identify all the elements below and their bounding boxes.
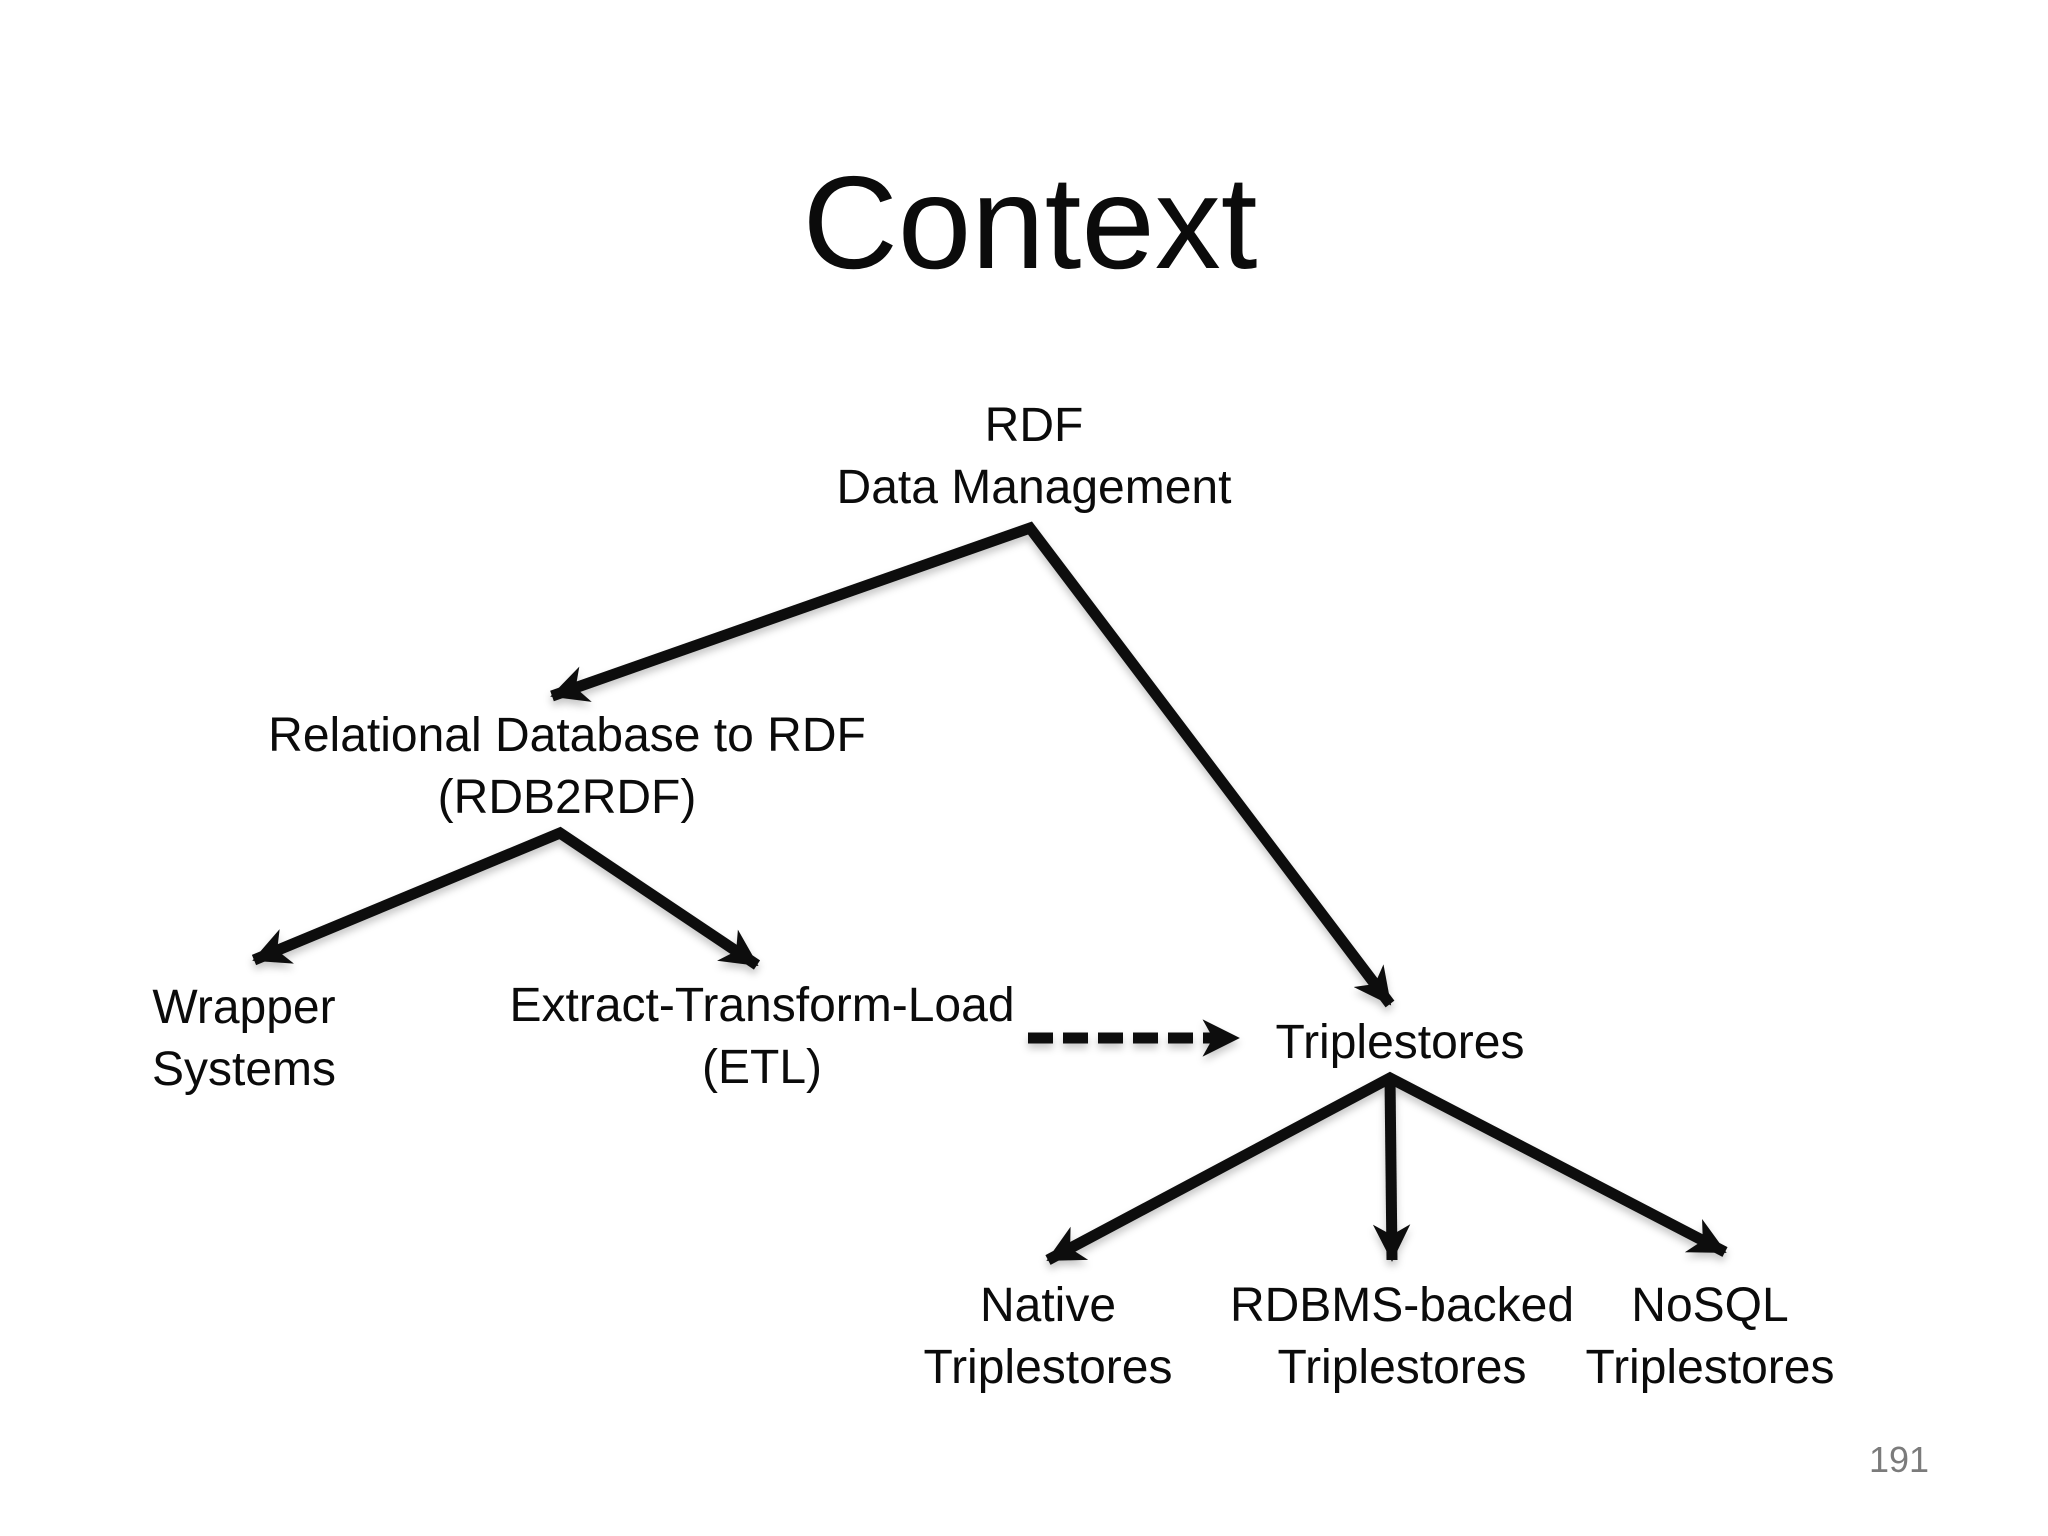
node-line-2: Triplestores [1585, 1341, 1835, 1394]
node-line-1: Relational Database to RDF [268, 709, 866, 762]
node-line-1: Native [979, 1279, 1117, 1332]
node-line-2: Triplestores [923, 1341, 1173, 1394]
node-line-2: Triplestores [1277, 1341, 1527, 1394]
node-nosql-triplestores: NoSQL Triplestores [1586, 1275, 1835, 1399]
node-rdbms-backed-triplestores: RDBMS-backed Triplestores [1230, 1275, 1574, 1399]
node-line-1: Triplestores [1275, 1016, 1525, 1069]
node-line-2: (ETL) [702, 1041, 822, 1094]
node-line-1: NoSQL [1631, 1279, 1789, 1332]
node-native-triplestores: Native Triplestores [924, 1275, 1173, 1399]
node-rdb2rdf: Relational Database to RDF (RDB2RDF) [268, 705, 866, 829]
node-line-1: Wrapper [152, 981, 336, 1034]
node-line-1: RDF [984, 399, 1084, 452]
node-line-2: Systems [151, 1043, 337, 1096]
node-line-1: RDBMS-backed [1229, 1279, 1575, 1332]
node-line-1: Extract-Transform-Load [509, 979, 1015, 1032]
arrow-rdb2rdf-to-wrapper-and-etl [251, 826, 761, 970]
node-rdf-data-management: RDF Data Management [837, 395, 1232, 519]
node-triplestores: Triplestores [1276, 1012, 1525, 1074]
page-number: 191 [1868, 1439, 1930, 1480]
slide-title: Context [802, 149, 1258, 296]
arrow-triplestores-to-rdbms [1372, 1077, 1411, 1262]
node-line-2: (RDB2RDF) [437, 771, 697, 824]
node-line-2: Data Management [836, 461, 1232, 514]
node-wrapper-systems: Wrapper Systems [152, 977, 336, 1101]
node-etl: Extract-Transform-Load (ETL) [509, 975, 1014, 1099]
arrow-root-to-rdb2rdf-and-triplestores [550, 521, 1395, 1008]
